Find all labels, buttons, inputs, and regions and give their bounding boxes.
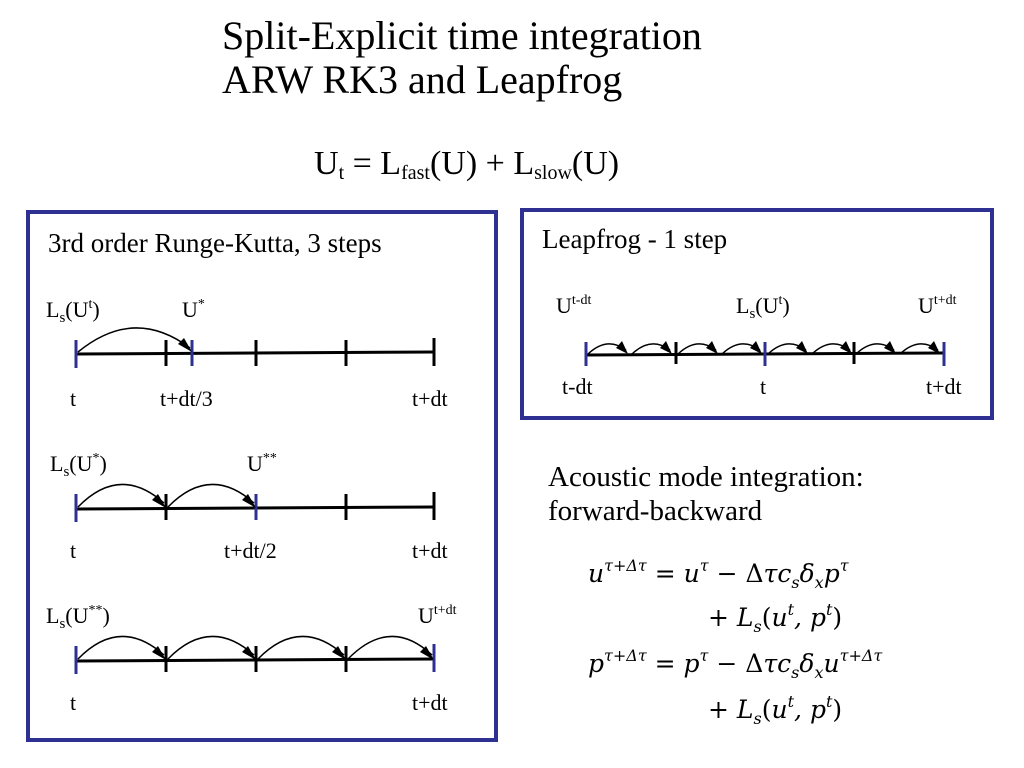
main-equation: Ut = Lfast(U) + Lslow(U)	[314, 145, 620, 184]
leapfrog-tmid: t	[760, 374, 767, 399]
acoustic-eq-p-line2: + Ls(ut, pt)	[708, 692, 843, 728]
rk3-step3-t1: t+dt	[412, 690, 448, 715]
leapfrog-panel	[520, 208, 994, 420]
rk3-step2-t0: t	[70, 538, 77, 563]
rk3-step1-t0: t	[70, 386, 77, 411]
rk3-step2-tmid: t+dt/2	[224, 538, 277, 563]
leapfrog-t0: t-dt	[562, 374, 593, 399]
slide-title: Split-Explicit time integration ARW RK3 …	[222, 14, 702, 102]
acoustic-line-2: forward-backward	[548, 495, 763, 527]
acoustic-eq-u-line1: uτ+Δτ = uτ − Δτcsδxpτ	[588, 556, 849, 592]
leapfrog-left-label: Ut-dt	[556, 293, 592, 318]
rk3-step1-t1: t+dt	[412, 386, 448, 411]
leapfrog-panel-title: Leapfrog - 1 step	[542, 224, 728, 254]
acoustic-eq-p-line1: pτ+Δτ = pτ − Δτcsδxuτ+Δτ	[588, 646, 883, 682]
rk3-step1-source-label: Ls(Ut)	[46, 297, 100, 326]
rk3-step3-target-label: Ut+dt	[418, 603, 457, 628]
leapfrog-t1: t+dt	[926, 374, 962, 399]
rk3-step2-source-label: Ls(U*)	[50, 451, 107, 480]
rk3-panel-title: 3rd order Runge-Kutta, 3 steps	[48, 228, 382, 258]
rk3-step1-tmid: t+dt/3	[160, 386, 213, 411]
title-line-1: Split-Explicit time integration	[222, 13, 702, 58]
acoustic-eq-u-line2: + Ls(ut, pt)	[708, 600, 843, 636]
rk3-panel	[26, 210, 498, 742]
rk3-step2-target-label: U**	[247, 451, 277, 476]
leapfrog-right-label: Ut+dt	[918, 293, 957, 318]
rk3-step2-t1: t+dt	[412, 538, 448, 563]
acoustic-description: Acoustic mode integration: forward-backw…	[548, 460, 864, 528]
leapfrog-mid-label: Ls(Ut)	[736, 293, 790, 322]
title-line-2: ARW RK3 and Leapfrog	[222, 57, 623, 102]
rk3-step3-source-label: Ls(U**)	[46, 603, 110, 632]
rk3-step3-t0: t	[70, 690, 77, 715]
acoustic-line-1: Acoustic mode integration:	[548, 461, 864, 493]
rk3-step1-target-label: U*	[182, 297, 205, 322]
